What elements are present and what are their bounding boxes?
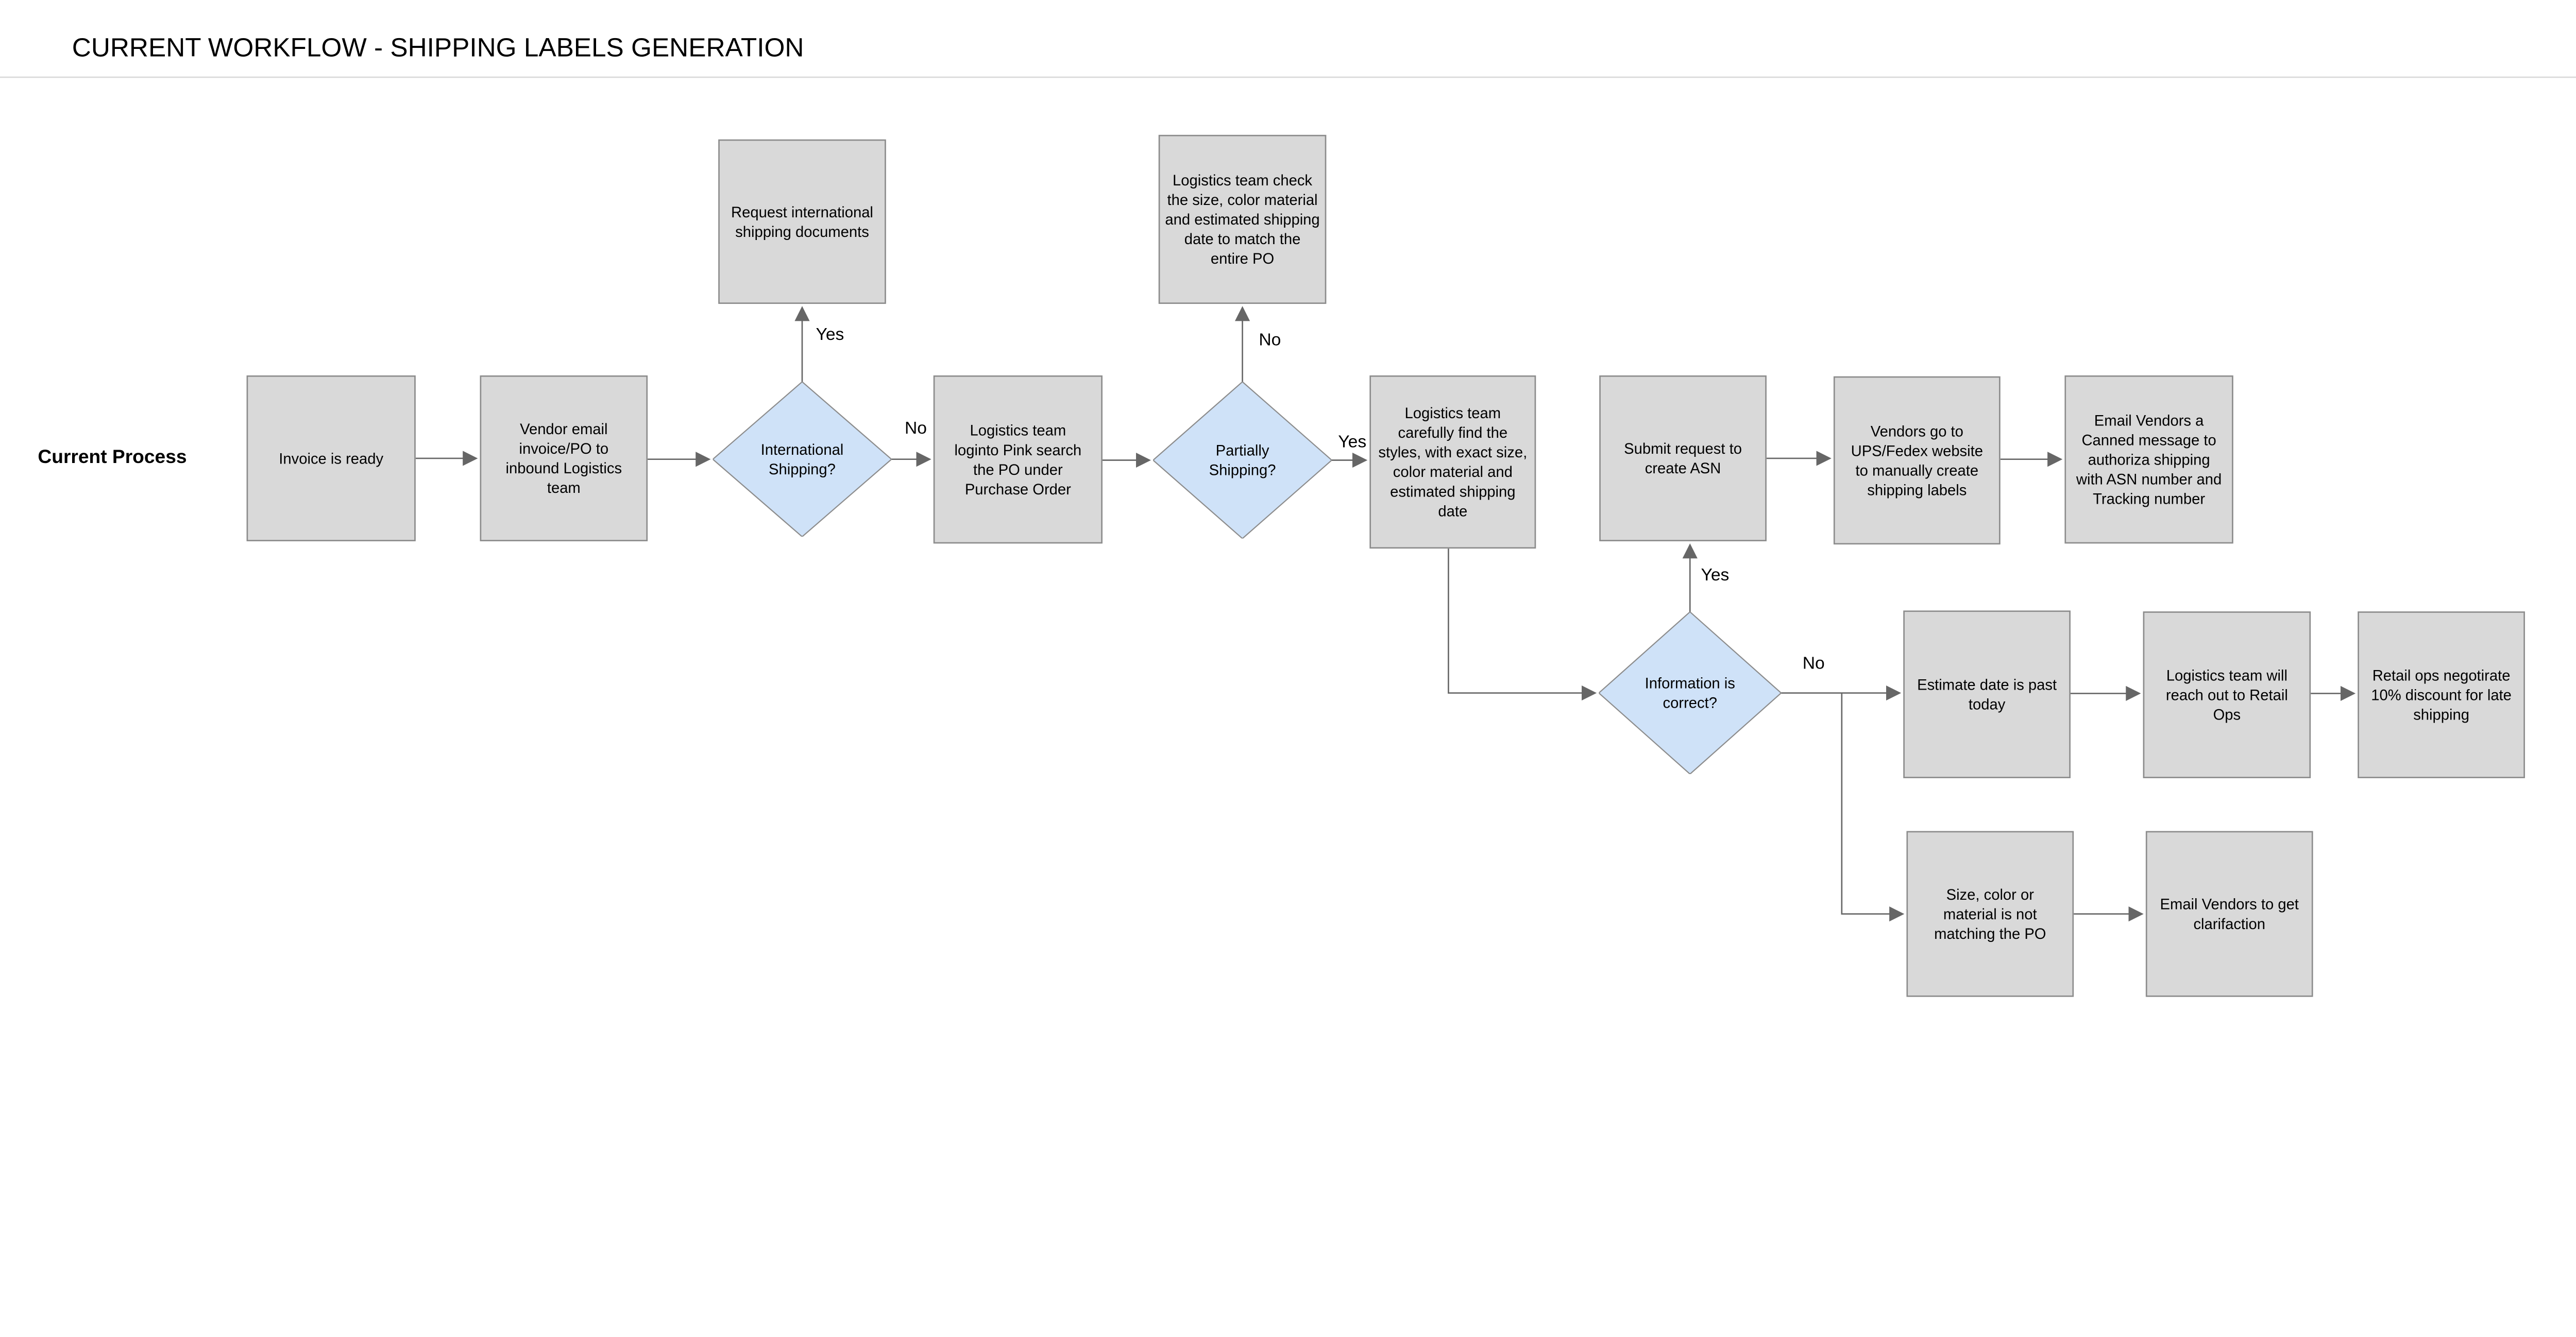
node-submit-asn-label: Submit request to create ASN	[1624, 440, 1742, 477]
node-ups-fedex-label: Vendors go to UPS/Fedex website to manua…	[1851, 422, 1983, 499]
node-request-international-docs: Request international shipping documents	[718, 139, 886, 304]
edge-label-partial-yes: Yes	[1338, 432, 1367, 452]
node-information-correct-label: Information is correct?	[1645, 675, 1735, 711]
page-title: CURRENT WORKFLOW - SHIPPING LABELS GENER…	[72, 32, 804, 63]
node-submit-asn: Submit request to create ASN	[1599, 375, 1767, 541]
node-email-canned-message-label: Email Vendors a Canned message to author…	[2076, 412, 2222, 507]
node-estimate-date-past-label: Estimate date is past today	[1917, 676, 2057, 713]
edge-info-no-to-size-mismatch	[1841, 693, 1905, 922]
node-logistics-check-entire-po: Logistics team check the size, color mat…	[1158, 134, 1327, 304]
node-size-mismatch-label: Size, color or material is not matching …	[1934, 886, 2046, 942]
flowchart-canvas: CURRENT WORKFLOW - SHIPPING LABELS GENER…	[0, 32, 2576, 997]
node-retail-ops-discount: Retail ops negotirate 10% discount for l…	[2358, 611, 2525, 778]
edge-carefully-find-to-info-correct	[1448, 548, 1597, 701]
node-pink-search: Logistics team loginto Pink search the P…	[933, 375, 1103, 544]
node-international-shipping-decision: International Shipping?	[713, 382, 892, 537]
node-reach-out-retail-ops-label: Logistics team will reach out to Retail …	[2165, 666, 2288, 723]
edge-label-info-no: No	[1802, 654, 1825, 673]
node-carefully-find: Logistics team carefully find the styles…	[1369, 375, 1536, 549]
node-international-shipping-label: International Shipping?	[760, 441, 844, 478]
title-divider	[0, 76, 2576, 78]
node-ups-fedex: Vendors go to UPS/Fedex website to manua…	[1833, 376, 2001, 545]
edge-label-international-no: No	[905, 418, 927, 438]
node-partially-shipping-label: Partially Shipping?	[1209, 442, 1276, 478]
node-carefully-find-label: Logistics team carefully find the styles…	[1378, 404, 1528, 520]
edge-label-international-yes: Yes	[816, 324, 844, 344]
connector-layer	[415, 306, 2356, 922]
node-email-clarification-label: Email Vendors to get clarifaction	[2160, 896, 2299, 932]
node-size-mismatch: Size, color or material is not matching …	[1906, 831, 2074, 997]
edge-label-partial-no: No	[1259, 330, 1281, 350]
diamond-shape	[1153, 382, 1332, 538]
node-request-international-docs-label: Request international shipping documents	[731, 203, 873, 240]
node-email-canned-message: Email Vendors a Canned message to author…	[2064, 375, 2233, 544]
lane-label-current-process: Current Process	[38, 445, 187, 467]
node-vendor-email-label: Vendor email invoice/PO to inbound Logis…	[505, 420, 622, 496]
node-invoice-ready: Invoice is ready	[246, 375, 416, 541]
node-partially-shipping-decision: Partially Shipping?	[1153, 382, 1332, 538]
diamond-shape	[713, 382, 892, 537]
node-retail-ops-discount-label: Retail ops negotirate 10% discount for l…	[2371, 666, 2512, 723]
node-email-clarification: Email Vendors to get clarifaction	[2145, 831, 2313, 997]
diamond-shape	[1599, 612, 1781, 775]
node-vendor-email: Vendor email invoice/PO to inbound Logis…	[480, 375, 648, 541]
node-estimate-date-past: Estimate date is past today	[1903, 610, 2071, 778]
node-information-correct-decision: Information is correct?	[1599, 612, 1781, 775]
node-logistics-check-entire-po-label: Logistics team check the size, color mat…	[1165, 172, 1320, 267]
node-reach-out-retail-ops: Logistics team will reach out to Retail …	[2143, 611, 2311, 778]
edge-label-info-yes: Yes	[1701, 565, 1730, 585]
node-invoice-ready-label: Invoice is ready	[279, 450, 384, 467]
node-pink-search-label: Logistics team loginto Pink search the P…	[954, 421, 1082, 498]
